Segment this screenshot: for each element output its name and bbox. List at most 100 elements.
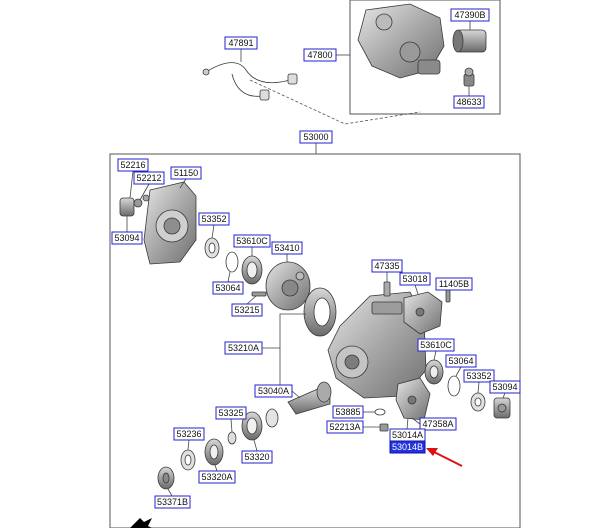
differential-case xyxy=(265,261,311,311)
callout-text: 53018 xyxy=(402,274,427,284)
callout-box xyxy=(198,470,236,484)
callout-53094[interactable]: 53094 xyxy=(111,231,143,245)
left-side-cover xyxy=(143,181,197,265)
callout-box xyxy=(224,341,263,355)
callout-11405b[interactable]: 11405B xyxy=(435,277,473,291)
callout-text: 53210A xyxy=(228,343,259,353)
main-assembly-frame xyxy=(109,153,521,528)
callout-53064[interactable]: 53064 xyxy=(445,354,477,368)
callout-53236[interactable]: 53236 xyxy=(173,427,205,441)
callout-text: 53352 xyxy=(466,371,491,381)
callout-box xyxy=(303,48,337,62)
callout-text: 47390B xyxy=(454,10,485,20)
callout-text: 53236 xyxy=(176,429,201,439)
callout-box xyxy=(463,369,495,383)
left-bearing xyxy=(241,255,263,285)
callout-box xyxy=(231,303,263,317)
callout-text: 53610C xyxy=(420,340,452,350)
callout-text: 53094 xyxy=(114,233,139,243)
callout-52213a[interactable]: 52213A xyxy=(326,420,364,434)
callout-box xyxy=(254,384,293,398)
actuator-group-frame xyxy=(349,0,501,115)
callout-52216[interactable]: 52216 xyxy=(117,158,149,172)
callout-51150[interactable]: 51150 xyxy=(170,166,202,180)
callout-53352[interactable]: 53352 xyxy=(198,212,230,226)
callout-47800[interactable]: 47800 xyxy=(303,48,337,62)
callout-box xyxy=(133,171,165,185)
callout-47390b[interactable]: 47390B xyxy=(450,8,490,22)
callout-text: 53040A xyxy=(258,386,289,396)
right-oil-seal xyxy=(470,392,486,412)
ring-gear-bolt xyxy=(251,291,267,297)
callout-47891[interactable]: 47891 xyxy=(224,36,258,50)
callout-text: 11405B xyxy=(439,279,469,289)
callout-53320[interactable]: 53320 xyxy=(241,450,273,464)
callout-box xyxy=(154,495,191,509)
callout-text: 53610C xyxy=(236,236,268,246)
mounting-bracket xyxy=(395,377,431,421)
callout-53018[interactable]: 53018 xyxy=(399,272,431,286)
callout-text: 53014B xyxy=(392,442,423,452)
callout-box xyxy=(445,354,477,368)
callout-text: 47891 xyxy=(228,38,253,48)
callout-53014a[interactable]: 53014A xyxy=(389,428,426,442)
callout-labels: 47891 47800 47390B 48633 53000 52216 52212 5115… xyxy=(111,8,521,509)
callout-text: 53064 xyxy=(448,356,473,366)
callout-47358a[interactable]: 47358A xyxy=(419,417,457,431)
callout-box xyxy=(371,259,403,273)
callout-text: 52212 xyxy=(136,173,161,183)
callout-box xyxy=(117,158,149,172)
callout-text: 53014A xyxy=(392,430,423,440)
housing-plug xyxy=(383,281,391,297)
callout-48633[interactable]: 48633 xyxy=(453,95,485,109)
callout-53000[interactable]: 53000 xyxy=(299,130,333,144)
callout-box xyxy=(299,130,333,144)
speed-sensor xyxy=(463,67,475,87)
callout-box xyxy=(198,212,230,226)
callout-53215[interactable]: 53215 xyxy=(231,303,263,317)
callout-box xyxy=(453,95,485,109)
callout-53352[interactable]: 53352 xyxy=(463,369,495,383)
callout-text: 47800 xyxy=(307,50,332,60)
callout-53094[interactable]: 53094 xyxy=(489,380,521,394)
callout-53410[interactable]: 53410 xyxy=(271,241,303,255)
callout-box xyxy=(271,241,303,255)
callout-box xyxy=(170,166,202,180)
left-shim xyxy=(225,251,239,273)
callout-53610c[interactable]: 53610C xyxy=(417,338,455,352)
callout-box xyxy=(417,338,455,352)
callout-box xyxy=(224,36,258,50)
drive-pinion xyxy=(287,381,332,415)
pinion-bearing xyxy=(241,411,263,441)
pinion-spacer xyxy=(227,431,237,445)
callout-53320a[interactable]: 53320A xyxy=(198,470,236,484)
callout-text: 48633 xyxy=(456,97,481,107)
pinion-rear-bearing xyxy=(204,438,224,466)
callout-box xyxy=(111,231,143,245)
callout-53064[interactable]: 53064 xyxy=(212,281,244,295)
callout-53210a[interactable]: 53210A xyxy=(224,341,263,355)
callout-52212[interactable]: 52212 xyxy=(133,171,165,185)
callout-box xyxy=(419,417,457,431)
callout-text: 53215 xyxy=(234,305,259,315)
callout-box xyxy=(173,427,205,441)
callout-47335[interactable]: 47335 xyxy=(371,259,403,273)
leader-lines xyxy=(126,21,506,497)
differential-housing xyxy=(327,291,427,399)
callout-text: 53000 xyxy=(303,132,328,142)
callout-53371b[interactable]: 53371B xyxy=(154,495,191,509)
callout-box xyxy=(241,450,273,464)
callout-text: 52216 xyxy=(120,160,145,170)
callout-text: 47335 xyxy=(374,261,399,271)
callout-53014b[interactable]: 53014B xyxy=(389,440,426,454)
rear-cover-plate xyxy=(403,291,443,335)
callout-text: 53320A xyxy=(201,472,232,482)
callout-53610c[interactable]: 53610C xyxy=(233,234,271,248)
callout-text: 52213A xyxy=(329,422,360,432)
callout-text: 53885 xyxy=(335,407,360,417)
left-oil-seal xyxy=(204,237,220,259)
callout-53885[interactable]: 53885 xyxy=(332,405,364,419)
callout-53325[interactable]: 53325 xyxy=(215,406,247,420)
callout-text: 53320 xyxy=(244,452,269,462)
callout-53040a[interactable]: 53040A xyxy=(254,384,293,398)
